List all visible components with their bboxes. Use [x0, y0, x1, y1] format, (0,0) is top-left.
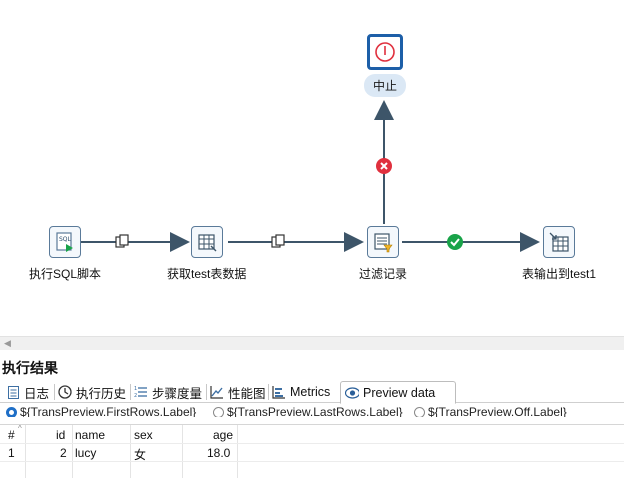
- step-abort[interactable]: 中止: [364, 34, 407, 97]
- column-divider: [25, 425, 26, 478]
- step-execute-sql[interactable]: SQL 执行SQL脚本: [29, 226, 101, 282]
- eye-icon: [345, 386, 359, 400]
- sort-indicator-icon: ^: [18, 424, 22, 433]
- tab-separator: [268, 384, 269, 400]
- hop-links: [80, 100, 540, 252]
- tab-label: 步骤度量: [152, 386, 203, 401]
- tab-label: Metrics: [290, 385, 331, 399]
- column-divider: [72, 425, 73, 478]
- metrics-icon: [272, 385, 286, 399]
- false-condition-icon: [376, 158, 392, 174]
- step-label: 中止: [364, 74, 407, 97]
- tab-preview-data[interactable]: Preview data: [340, 381, 457, 404]
- column-header-id[interactable]: id: [56, 428, 66, 442]
- column-header-index[interactable]: #: [8, 428, 15, 442]
- history-icon: [58, 385, 72, 399]
- step-table-input[interactable]: 获取test表数据: [167, 226, 246, 282]
- table-cell: 2: [60, 446, 67, 460]
- canvas-horizontal-scrollbar[interactable]: ◀: [0, 336, 624, 350]
- preview-mode-radios: ${TransPreview.FirstRows.Label} ${TransP…: [0, 404, 624, 417]
- table-cell: lucy: [75, 446, 97, 460]
- copy-rows-icon: [271, 234, 285, 248]
- tab-separator: [130, 384, 131, 400]
- step-filter-rows[interactable]: 过滤记录: [359, 226, 407, 282]
- radio-dot: [6, 406, 17, 417]
- table-input-icon: [190, 226, 223, 258]
- sql-script-icon: SQL: [49, 226, 81, 258]
- table-cell: 1: [8, 446, 15, 460]
- copy-rows-icon: [115, 234, 129, 248]
- radio-first-rows[interactable]: ${TransPreview.FirstRows.Label}: [6, 405, 196, 417]
- tab-metrics[interactable]: Metrics: [272, 381, 330, 403]
- column-divider: [237, 425, 238, 478]
- tab-label: Preview data: [363, 385, 436, 400]
- column-divider: [130, 425, 131, 478]
- radio-off[interactable]: ${TransPreview.Off.Label}: [414, 405, 567, 417]
- tab-label: 性能图: [228, 386, 266, 401]
- step-label: 执行SQL脚本: [29, 267, 102, 281]
- tab-label: 日志: [24, 386, 50, 401]
- table-cell: 女: [134, 448, 147, 462]
- radio-dot: [414, 406, 425, 417]
- preview-data-table[interactable]: # ^ id name sex age 1 2 lucy 女 18.0: [0, 424, 624, 478]
- table-output-icon: [543, 226, 576, 258]
- tab-performance[interactable]: 性能图: [210, 381, 266, 403]
- results-title: 执行结果: [2, 360, 58, 376]
- radio-dot: [213, 406, 224, 417]
- row-divider: [0, 461, 624, 462]
- column-divider: [182, 425, 183, 478]
- svg-text:SQL: SQL: [59, 236, 72, 243]
- tab-log[interactable]: 日志: [6, 381, 49, 403]
- step-label: 过滤记录: [359, 267, 408, 281]
- step-label: 获取test表数据: [167, 267, 247, 281]
- tab-history[interactable]: 执行历史: [58, 381, 126, 403]
- svg-text:2: 2: [134, 393, 137, 399]
- tab-label: 执行历史: [76, 386, 127, 401]
- radio-label: ${TransPreview.LastRows.Label}: [227, 405, 403, 417]
- filter-rows-icon: [367, 226, 399, 258]
- log-icon: [6, 385, 20, 399]
- tab-separator: [54, 384, 55, 400]
- svg-text:1: 1: [134, 386, 137, 392]
- true-condition-icon: [447, 234, 463, 250]
- transformation-canvas[interactable]: 中止 SQL 执行SQL脚本 获取test表数据: [0, 0, 624, 336]
- column-header-sex[interactable]: sex: [134, 428, 153, 442]
- radio-last-rows[interactable]: ${TransPreview.LastRows.Label}: [213, 405, 403, 417]
- scroll-left-icon[interactable]: ◀: [4, 338, 11, 348]
- column-header-age[interactable]: age: [213, 428, 234, 442]
- radio-label: ${TransPreview.FirstRows.Label}: [20, 405, 197, 417]
- table-cell: 18.0: [207, 446, 231, 460]
- radio-label: ${TransPreview.Off.Label}: [428, 405, 567, 417]
- column-header-name[interactable]: name: [75, 428, 106, 442]
- row-divider: [0, 443, 624, 444]
- step-label: 表输出到test1: [522, 267, 597, 281]
- performance-chart-icon: [210, 385, 224, 399]
- step-table-output[interactable]: 表输出到test1: [522, 226, 596, 282]
- abort-icon: [367, 34, 403, 70]
- tab-separator: [206, 384, 207, 400]
